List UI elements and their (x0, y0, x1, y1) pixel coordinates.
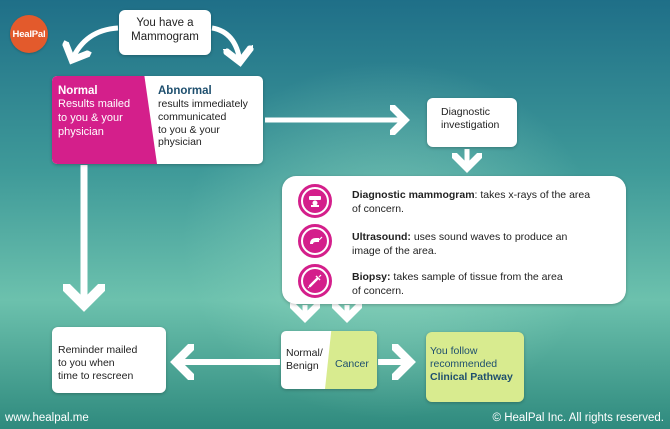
abnormal-text-2: communicated (158, 110, 227, 123)
pathway-line-2: recommended (430, 358, 498, 371)
diagnostic-line-1: Diagnostic (441, 106, 491, 118)
test-biopsy-desc-1: takes sample of tissue from the area (390, 271, 563, 283)
normal-text-3: physician (58, 125, 104, 138)
test-mammogram-desc-1: : takes x-rays of the area (474, 189, 591, 201)
mammogram-line-2: Mammogram (131, 31, 199, 44)
test-ultrasound: Ultrasound: uses sound waves to produce … (352, 231, 592, 258)
ultrasound-icon (298, 224, 332, 258)
tests-box: Diagnostic mammogram: takes x-rays of th… (282, 176, 626, 304)
cancer-panel (325, 331, 377, 389)
benign-line-1: Normal/ (286, 347, 323, 359)
diagnostic-line-2: investigation (441, 119, 500, 132)
mammogram-icon (298, 184, 332, 218)
arrow-to-abnormal (211, 25, 240, 62)
cancer-label: Cancer (335, 358, 369, 370)
test-biopsy-name: Biopsy: (352, 271, 391, 283)
reminder-line-1: Reminder mailed (58, 344, 138, 356)
abnormal-text-4: physician (158, 136, 202, 149)
mammogram-box: You have a Mammogram (119, 10, 211, 55)
test-ultrasound-name: Ultrasound: (352, 231, 411, 243)
syringe-icon (298, 264, 332, 298)
diagnostic-box: Diagnostic investigation (427, 98, 517, 147)
test-biopsy: Biopsy: takes sample of tissue from the … (352, 271, 592, 298)
logo-text: HealPal (12, 28, 46, 40)
abnormal-text-3: to you & your (158, 123, 220, 136)
test-mammogram: Diagnostic mammogram: takes x-rays of th… (352, 189, 592, 216)
outcome-box: Normal/ Benign Cancer (281, 331, 377, 389)
abnormal-text-block: Abnormal results immediately communicate… (158, 84, 248, 149)
normal-text-block: Normal Results mailed to you & your phys… (58, 84, 130, 140)
arrow-to-normal (72, 25, 119, 60)
footer-website[interactable]: www.healpal.me (5, 412, 89, 424)
reminder-line-2: to you when (58, 357, 115, 370)
benign-line-2: Benign (286, 360, 319, 373)
abnormal-title: Abnormal (158, 85, 212, 97)
mammogram-line-1: You have a (136, 17, 194, 29)
results-box: Normal Results mailed to you & your phys… (52, 76, 263, 164)
pathway-box: You follow recommended Clinical Pathway (426, 332, 524, 402)
normal-text-2: to you & your (58, 112, 123, 125)
abnormal-text-1: results immediately (158, 98, 248, 111)
normal-title: Normal (58, 85, 98, 97)
reminder-line-3: time to rescreen (58, 370, 134, 383)
normal-text-1: Results mailed (58, 98, 131, 111)
test-biopsy-desc-2: of concern. (352, 284, 404, 297)
pathway-line-3: Clinical Pathway (430, 371, 513, 384)
test-mammogram-desc-2: of concern. (352, 202, 404, 215)
benign-text: Normal/ Benign (286, 347, 323, 373)
test-ultrasound-desc-1: uses sound waves to produce an (410, 231, 568, 243)
footer-copyright: © HealPal Inc. All rights reserved. (492, 412, 664, 424)
normal-panel (52, 76, 157, 164)
test-ultrasound-desc-2: image of the area. (352, 244, 437, 257)
healpal-logo: HealPal (10, 15, 48, 53)
test-mammogram-name: Diagnostic mammogram (352, 189, 475, 201)
pathway-line-1: You follow (430, 345, 478, 357)
reminder-box: Reminder mailed to you when time to resc… (52, 327, 166, 393)
